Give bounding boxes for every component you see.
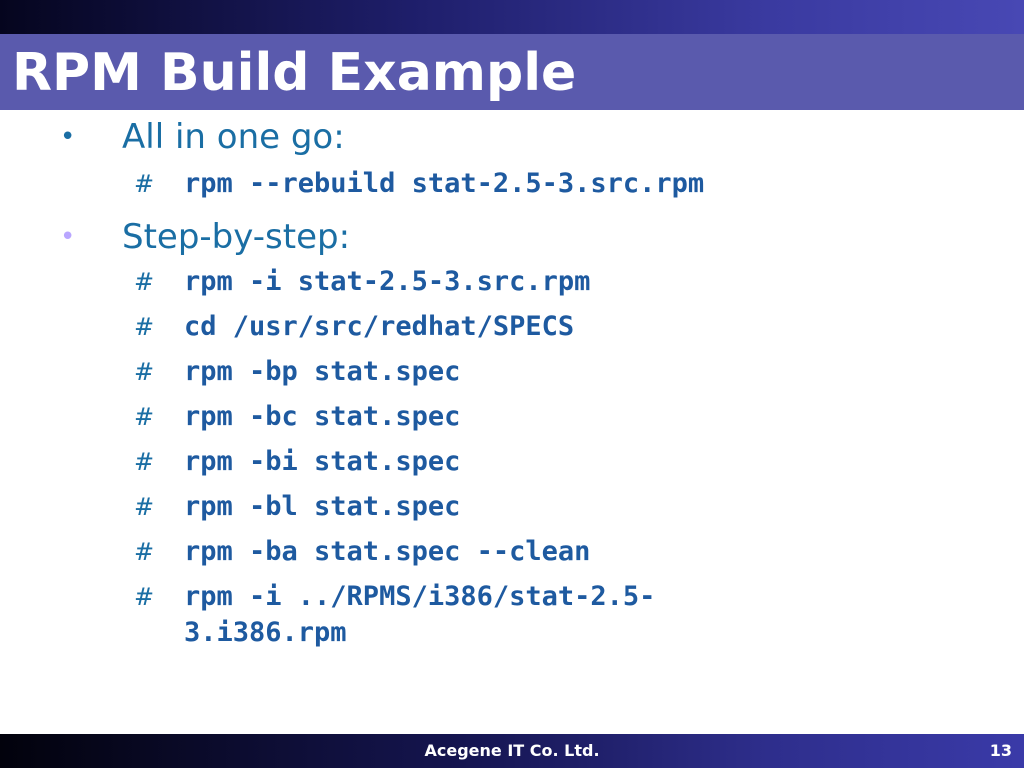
command-text: cd /usr/src/redhat/SPECS	[184, 311, 575, 342]
prompt-hash: #	[134, 448, 155, 476]
prompt-hash: #	[134, 170, 155, 198]
command-text: rpm --rebuild stat-2.5-3.src.rpm	[184, 168, 705, 199]
command-text: rpm -i ../RPMS/i386/stat-2.5- 3.i386.rpm	[184, 581, 656, 648]
prompt-hash: #	[134, 358, 155, 386]
page-number: 13	[989, 741, 1012, 760]
bullet-dot-icon: •	[60, 222, 76, 252]
command-text: rpm -bl stat.spec	[184, 491, 461, 522]
footer-company: Acegene IT Co. Ltd.	[424, 741, 600, 760]
prompt-hash: #	[134, 403, 155, 431]
command-text: rpm -i stat-2.5-3.src.rpm	[184, 266, 591, 297]
command-text: rpm -bp stat.spec	[184, 356, 461, 387]
prompt-hash: #	[134, 313, 155, 341]
prompt-hash: #	[134, 538, 155, 566]
prompt-hash: #	[134, 583, 155, 611]
title-band	[0, 34, 1024, 110]
prompt-hash: #	[134, 268, 155, 296]
command-text: rpm -bc stat.spec	[184, 401, 461, 432]
bullet-text: All in one go:	[122, 117, 345, 157]
prompt-hash: #	[134, 493, 155, 521]
bullet-text: Step-by-step:	[122, 217, 351, 257]
command-text: rpm -ba stat.spec --clean	[184, 536, 591, 567]
footer-bar: Acegene IT Co. Ltd. 13	[0, 734, 1024, 768]
slide-title: RPM Build Example	[12, 43, 577, 103]
command-text: rpm -bi stat.spec	[184, 446, 461, 477]
bullet-dot-icon: •	[60, 122, 76, 152]
top-gradient-bar	[0, 0, 1024, 34]
